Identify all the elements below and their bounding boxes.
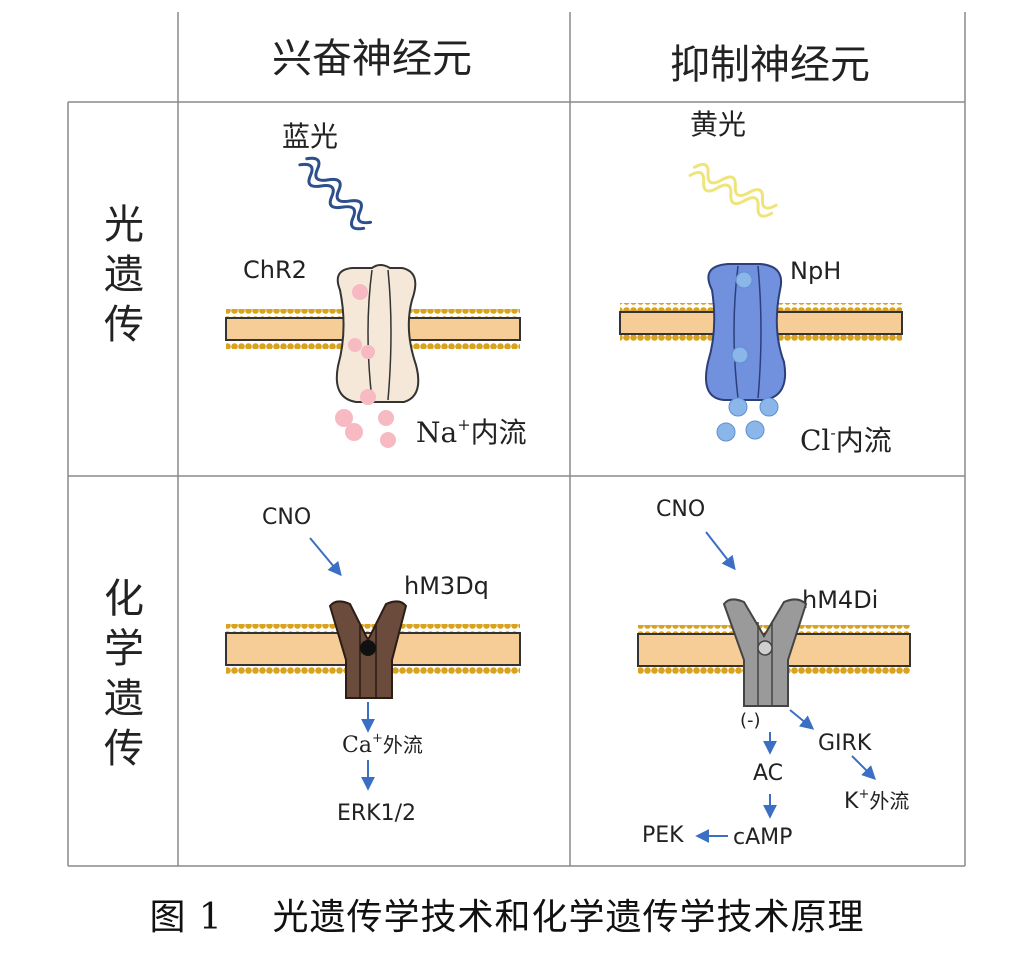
row-header-char: 传 [104,302,144,348]
k-arrow-icon [851,755,876,780]
protein-label-chr2: ChR2 [243,256,307,284]
panel-chemo-inhibitory: CNO hM4Di (-) AC GIRK K+外流 cAMP PEK [637,497,911,850]
ligand-label-cno: CNO [262,505,311,530]
row-header-char: 传 [104,726,144,772]
panel-opto-inhibitory: 黄光 NpH Cl-内流 [619,108,903,457]
sodium-influx-label: Na+内流 [416,415,527,449]
pek-label: PEK [642,823,684,848]
protein-label-nph: NpH [790,257,841,285]
column-header-excitatory: 兴奋神经元 [272,36,472,82]
girk-label: GIRK [818,731,872,756]
row-header-char: 遗 [104,676,144,722]
chloride-ions [716,271,779,442]
column-header-inhibitory: 抑制神经元 [670,42,870,88]
light-label-blue: 蓝光 [282,120,338,153]
chloride-influx-label: Cl-内流 [800,423,892,457]
row-header-char: 光 [104,202,144,248]
sodium-ions [335,284,396,448]
row-header-optogenetics: 光 遗 传 [104,202,144,348]
ac-label: AC [753,761,783,786]
downstream-label-erk: ERK1/2 [337,801,416,826]
light-label-yellow: 黄光 [690,108,746,141]
table-grid [67,12,966,867]
calcium-efflux-label: Ca+外流 [342,731,423,758]
receptor-label-hm3dq: hM3Dq [404,572,489,600]
figure-caption: 图 1 光遗传学技术和化学遗传学技术原理 [149,897,865,938]
row-header-char: 学 [104,626,144,672]
hm4di-receptor-icon [722,598,808,707]
chr2-channel-icon [335,264,420,403]
hm3dq-receptor-icon [328,600,408,699]
panel-opto-excitatory: 蓝光 ChR2 Na+内流 [225,120,527,449]
cno-arrow-icon [705,531,736,571]
row-header-chemogenetics: 化 学 遗 传 [104,576,144,772]
inhibition-label: (-) [740,710,761,731]
receptor-label-hm4di: hM4Di [802,586,878,614]
cno-arrow-icon [309,537,342,577]
yellow-light-wave-icon [688,162,778,218]
girk-arrow-icon [789,709,815,730]
ligand-label-cno: CNO [656,497,705,522]
row-header-char: 化 [104,576,144,622]
camp-label: cAMP [733,825,792,850]
blue-light-wave-icon [298,156,373,231]
potassium-efflux-label: K+外流 [844,787,909,814]
panel-chemo-excitatory: CNO hM3Dq Ca+外流 ERK1/2 [225,505,521,826]
row-header-char: 遗 [104,252,144,298]
